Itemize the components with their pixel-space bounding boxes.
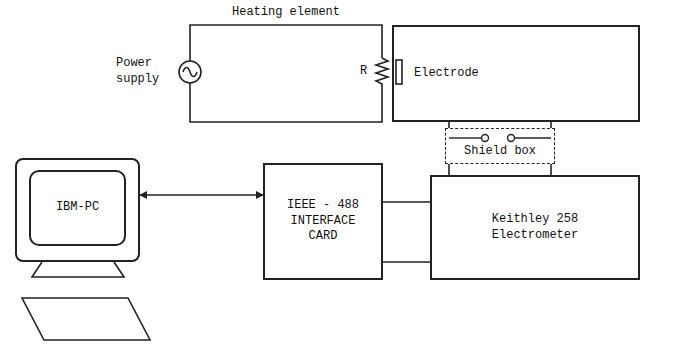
node-text: Shield box [464, 144, 536, 160]
interface-box: IEEE - 488 INTERFACE CARD [263, 163, 383, 280]
connector-line [550, 164, 552, 175]
monitor-screen: IBM-PC [29, 170, 126, 246]
heating-circuit [179, 25, 402, 122]
node-text: IEEE - 488 INTERFACE CARD [277, 198, 369, 245]
electrometer-box: Keithley 258 Electrometer [430, 175, 640, 280]
keyboard [22, 298, 150, 340]
connector-line [140, 194, 263, 196]
node-text: IBM-PC [56, 200, 99, 216]
connector-line [448, 164, 450, 175]
computer-monitor: IBM-PC [15, 158, 140, 262]
component-label: R [360, 64, 367, 80]
wire [515, 137, 551, 138]
shield-terminals [449, 135, 551, 142]
wire [449, 137, 481, 138]
resistor-symbol [376, 58, 388, 86]
ac-source-symbol [179, 61, 201, 83]
source-label: Power supply [116, 56, 172, 87]
shield-box: Shield box [445, 128, 555, 164]
monitor-stand [32, 262, 124, 277]
terminal-symbol [482, 135, 489, 142]
wire [190, 25, 382, 61]
connector-line [383, 201, 430, 203]
node-text: Electrode [414, 66, 479, 82]
terminal-symbol [508, 135, 515, 142]
electrode-symbol [396, 60, 402, 84]
sine-symbol [183, 68, 197, 77]
electrode-circuit: Electrode [392, 25, 640, 122]
computer-parts [22, 262, 150, 340]
node-text: Keithley 258 Electrometer [475, 212, 595, 243]
wire [190, 83, 382, 122]
connector-line [383, 261, 430, 263]
circuit-title: Heating element [232, 5, 340, 21]
